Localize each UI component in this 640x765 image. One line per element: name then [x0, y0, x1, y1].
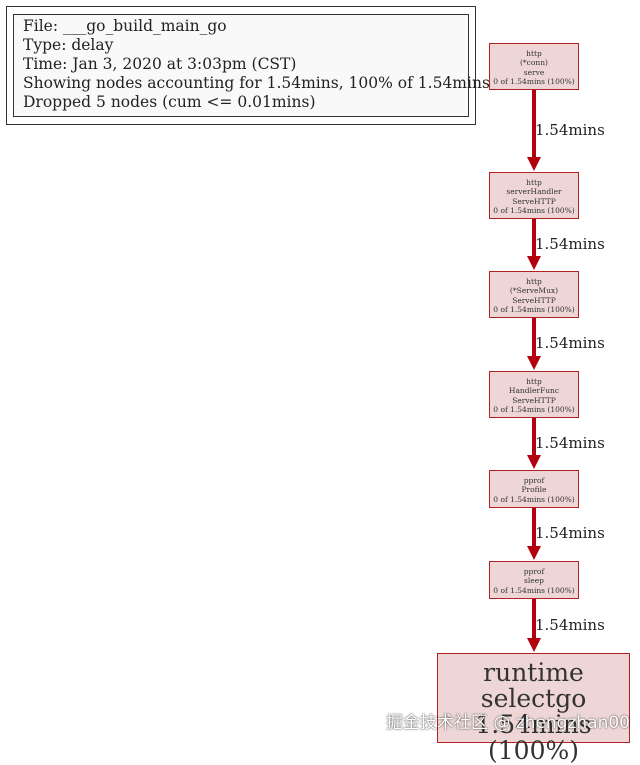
legend-box: File: ___go_build_main_go Type: delay Ti…: [6, 6, 531, 125]
legend-showing: Showing nodes accounting for 1.54mins, 1…: [23, 74, 531, 92]
arrowhead-icon: [527, 455, 541, 469]
graph-node-label: ServeHTTP: [512, 295, 556, 305]
legend-inner-box: File: ___go_build_main_go Type: delay Ti…: [13, 14, 531, 117]
graph-node-label: ServeHTTP: [512, 395, 556, 405]
arrowhead-icon: [527, 256, 541, 270]
graph-node-label: selectgo: [480, 684, 587, 713]
graph-node-label: 0 of 1.54mins (100%): [493, 405, 575, 414]
graph-node-label: (*conn): [520, 58, 548, 67]
edge-weight-label: 1.54mins: [535, 615, 605, 634]
graph-node-label: pprof: [523, 475, 545, 485]
edge-weight-label: 1.54mins: [535, 234, 605, 253]
watermark: 掘金技术社区 @ zhengzhan00: [385, 713, 630, 733]
graph-node-label: http: [526, 177, 542, 187]
graph-node-label: HandlerFunc: [508, 386, 560, 395]
graph-node-label: http: [526, 48, 542, 58]
legend-type: Type: delay: [23, 36, 114, 54]
graph-node-label: 0 of 1.54mins (100%): [493, 206, 575, 215]
graph-node-label: 0 of 1.54mins (100%): [493, 305, 575, 314]
arrowhead-icon: [527, 356, 541, 370]
edge-weight-label: 1.54mins: [535, 334, 605, 352]
legend-dropped: Dropped 5 nodes (cum <= 0.01mins): [23, 93, 316, 111]
graph-node-label: ServeHTTP: [512, 196, 556, 206]
graph-node-label: 0 of 1.54mins (100%): [493, 77, 575, 86]
edge-weight-label: 1.54mins: [535, 120, 605, 139]
edge-weight-label: 1.54mins: [535, 433, 605, 452]
graph-node-label: runtime: [483, 658, 584, 687]
legend-time: Time: Jan 3, 2020 at 3:03pm (CST): [23, 55, 297, 73]
graph-node-label: http: [526, 276, 542, 286]
graph-node-label: (*ServeMux): [509, 286, 559, 295]
graph-node-label: pprof: [523, 566, 545, 576]
graph-node-label: http: [526, 376, 542, 386]
graph-node-label: Profile: [521, 485, 547, 495]
graph-node-label: 0 of 1.54mins (100%): [493, 585, 575, 595]
graph-node-label: serve: [523, 67, 545, 77]
legend-file: File: ___go_build_main_go: [23, 17, 227, 35]
arrowhead-icon: [527, 546, 541, 560]
edge-weight-label: 1.54mins: [535, 524, 605, 542]
graph-node-label: 0 of 1.54mins (100%): [493, 494, 575, 504]
graph-node-label: sleep: [524, 576, 544, 586]
arrowhead-icon: [527, 157, 541, 171]
graph-node-label: serverHandler: [506, 187, 562, 196]
arrowhead-icon: [527, 638, 541, 652]
